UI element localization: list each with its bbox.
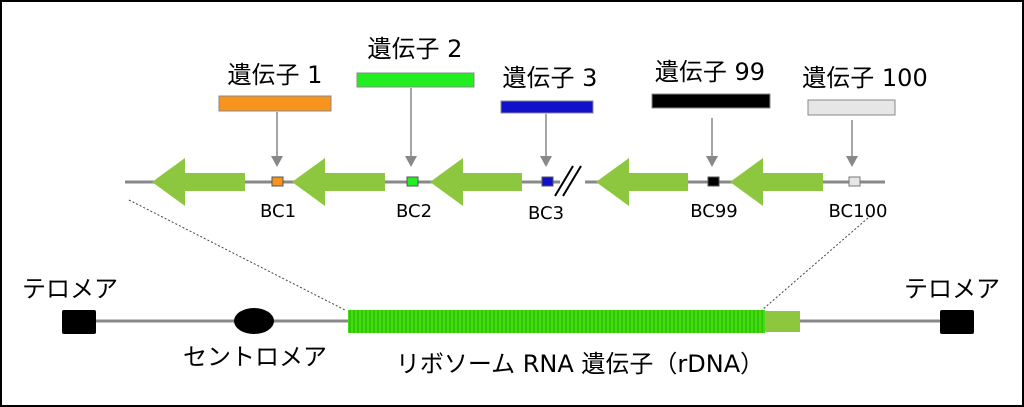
barcode-bc100 [848, 176, 861, 187]
gene-bar-3 [500, 100, 594, 114]
gene-arrowhead-5 [846, 156, 858, 167]
repeat-arrow-5 [730, 158, 823, 206]
gene-arrowhead-2 [405, 156, 417, 167]
barcode-label-bc100: BC100 [829, 201, 888, 222]
gene-bar-4 [651, 93, 771, 109]
repeat-track: BC1 BC2 BC3 BC99 BC100 [125, 158, 887, 224]
gene-bar-2 [356, 72, 475, 88]
centromere-label: セントロメア [183, 343, 327, 371]
centromere [234, 308, 274, 334]
gene-label-3: 遺伝子 3 [503, 64, 598, 92]
rdna-block [348, 310, 765, 333]
barcode-label-bc99: BC99 [690, 201, 738, 222]
barcode-label-bc3: BC3 [528, 203, 564, 224]
repeat-arrow-1 [152, 158, 245, 206]
break-mark-1 [554, 165, 574, 197]
gene-arrowhead-1 [271, 156, 283, 167]
barcode-bc3 [541, 176, 554, 187]
gene-label-4: 遺伝子 99 [655, 58, 765, 86]
break-mark-2 [562, 165, 582, 197]
telomere-right-label: テロメア [904, 275, 1000, 303]
gene-legend: 遺伝子 1 遺伝子 2 遺伝子 3 遺伝子 99 遺伝子 100 [218, 35, 928, 167]
barcode-bc1 [271, 176, 284, 187]
rdna-stripes [349, 310, 763, 333]
gene-label-2: 遺伝子 2 [368, 35, 463, 63]
zoom-line-right [761, 217, 869, 311]
repeat-arrow-2 [292, 158, 385, 206]
gene-arrowhead-3 [540, 156, 552, 167]
repeat-arrow-3 [430, 158, 522, 206]
barcode-bc2 [406, 176, 419, 187]
rdna-label: リボソーム RNA 遺伝子（rDNA） [396, 350, 764, 378]
gene-label-1: 遺伝子 1 [228, 61, 323, 89]
telomere-left-label: テロメア [22, 275, 118, 303]
zoom-line-left [128, 199, 346, 311]
gene-label-5: 遺伝子 100 [802, 64, 927, 92]
gene-bar-1 [218, 95, 332, 112]
telomere-left [62, 310, 96, 334]
gene-bar-5 [807, 99, 896, 116]
chromosome: テロメア テロメア セントロメア リボソーム RNA 遺伝子（rDNA） [22, 275, 1000, 378]
barcode-label-bc2: BC2 [396, 201, 432, 222]
barcode-bc99 [707, 176, 720, 187]
telomere-right [940, 310, 974, 334]
gene-arrowhead-4 [706, 156, 718, 167]
repeat-arrow-4 [596, 158, 688, 206]
rdna-tail [765, 311, 800, 332]
barcode-label-bc1: BC1 [260, 201, 296, 222]
